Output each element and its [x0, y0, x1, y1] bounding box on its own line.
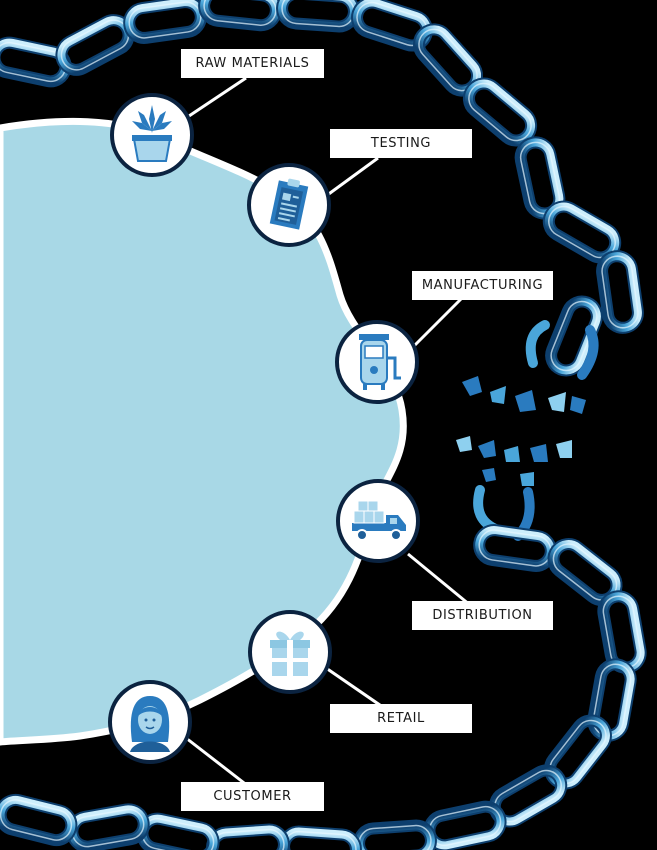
broken-chain-fragments	[456, 320, 599, 541]
chain-link	[463, 77, 537, 146]
chain-link	[203, 0, 278, 27]
chain-link	[477, 528, 552, 568]
chain-link	[70, 807, 146, 849]
label-retail: RETAIL	[330, 704, 472, 733]
connector-raw-materials	[185, 76, 247, 120]
chain-link	[0, 797, 75, 844]
label-distribution: DISTRIBUTION	[412, 601, 553, 630]
chain-shard	[490, 386, 506, 404]
chain-shard	[530, 444, 548, 462]
chain-link	[211, 829, 285, 850]
chain-shard	[556, 440, 572, 458]
chain-shard	[482, 468, 496, 482]
connector-customer	[185, 736, 249, 788]
cannabis-plant-icon	[132, 105, 172, 162]
label-manufacturing: MANUFACTURING	[412, 271, 553, 300]
chain-shard	[478, 440, 496, 458]
clipboard-icon	[269, 178, 309, 230]
delivery-truck-icon	[352, 500, 406, 541]
chain-link	[427, 804, 504, 848]
connector-lines	[185, 76, 471, 788]
chain-shard	[456, 436, 472, 452]
central-blob	[0, 117, 407, 746]
chain-shard	[504, 446, 520, 462]
label-raw-materials: RAW MATERIALS	[181, 49, 324, 78]
chain-fragment	[525, 320, 550, 368]
chain-link	[56, 15, 134, 75]
connector-testing	[325, 156, 379, 198]
label-testing: TESTING	[330, 129, 472, 158]
chain-shard	[462, 376, 482, 396]
chain-link	[358, 825, 432, 850]
node-distribution	[336, 479, 420, 563]
connector-manufacturing	[410, 296, 464, 350]
chain-shard	[548, 392, 566, 412]
node-retail	[248, 610, 332, 694]
chain-shard	[515, 390, 536, 412]
node-raw-materials	[110, 93, 194, 177]
chain-fragment	[473, 485, 503, 535]
connector-distribution	[407, 552, 471, 607]
chain-shard	[520, 472, 534, 486]
chain-link	[127, 0, 202, 40]
customer-avatar-icon	[130, 696, 170, 752]
chain-link	[283, 831, 357, 850]
node-manufacturing	[335, 320, 419, 404]
chain-link	[140, 816, 217, 850]
chain-link	[281, 0, 355, 27]
label-customer: CUSTOMER	[181, 782, 324, 811]
node-customer	[108, 680, 192, 764]
tank-machine-icon	[359, 334, 401, 390]
node-testing	[247, 163, 331, 247]
chain-fragment	[577, 325, 599, 380]
chain-link	[601, 594, 643, 670]
gift-box-icon	[270, 631, 310, 676]
chain-shard	[570, 396, 586, 414]
chain-link	[600, 254, 640, 329]
